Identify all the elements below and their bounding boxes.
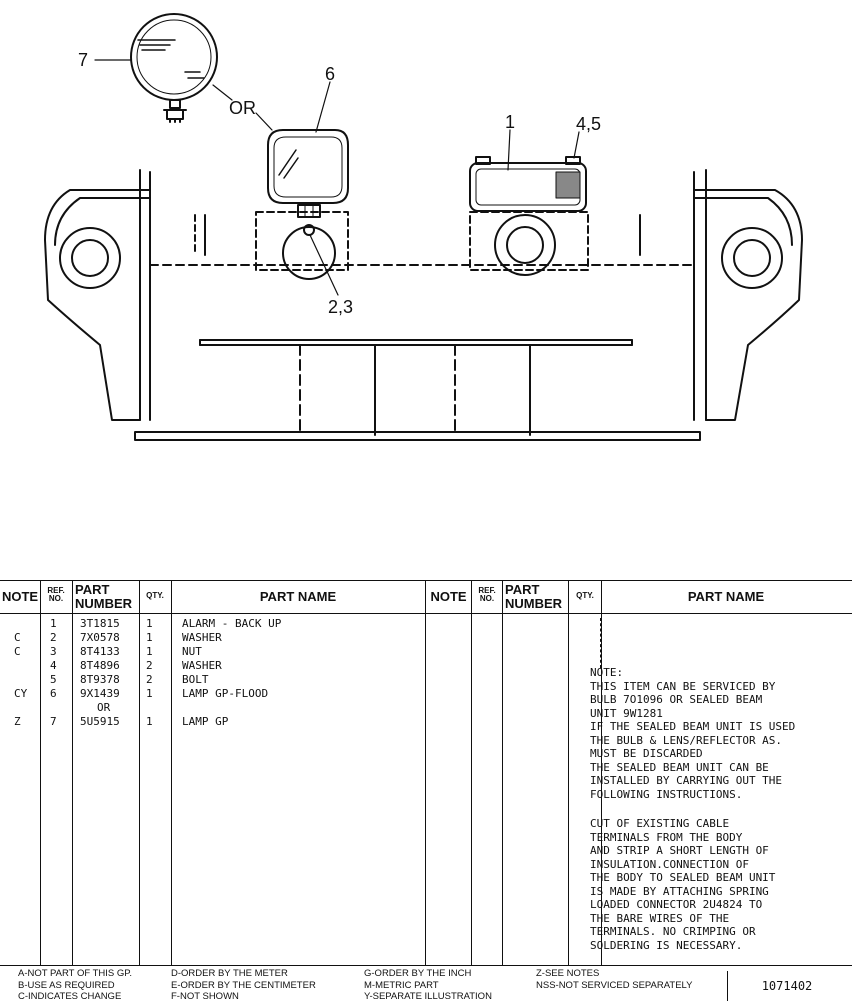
cell-part-number: 8T4896	[80, 659, 120, 672]
cell-qty: 1	[146, 631, 153, 644]
cell-part-name: NUT	[182, 645, 202, 658]
parts-table: NOTE REF. NO. PART NUMBER QTY. PART NAME…	[0, 580, 852, 965]
cell-part-number: 7X0578	[80, 631, 120, 644]
legend-item: NSS-NOT SERVICED SEPARATELY	[536, 979, 693, 991]
legend-col-4: Z-SEE NOTES NSS-NOT SERVICED SEPARATELY	[536, 968, 692, 991]
header-note-right: NOTE	[430, 589, 467, 604]
note-line: BULB 7O1096 OR SEALED BEAM	[590, 693, 763, 706]
callout-4-5: 4,5	[576, 114, 601, 134]
cell-qty: 1	[146, 715, 153, 728]
cell-qty: 2	[146, 673, 153, 686]
flood-lamp	[267, 129, 349, 236]
cell-part-number: 8T4133	[80, 645, 120, 658]
cell-ref: 3	[50, 645, 57, 658]
header-qty-right: QTY.	[576, 591, 594, 600]
cell-ref: 5	[50, 673, 57, 686]
note-line: TERMINALS. NO CRIMPING OR	[590, 925, 756, 938]
header-note-left: NOTE	[1, 589, 39, 604]
cell-part-number: 5U5915	[80, 715, 120, 728]
note-line: IF THE SEALED BEAM UNIT IS USED	[590, 720, 796, 733]
note-line: TERMINALS FROM THE BODY	[590, 830, 743, 844]
cell-part-name: BOLT	[182, 673, 209, 686]
header-ref-no-right: REF. NO.	[478, 586, 496, 604]
note-line: IS MADE BY ATTACHING SPRING	[590, 884, 769, 898]
cell-qty: 1	[146, 645, 153, 658]
cell-part-name: WASHER	[182, 659, 222, 672]
cell-part-name: ALARM - BACK UP	[182, 617, 282, 630]
cell-part-number: OR	[97, 701, 111, 714]
note-line: THE SEALED BEAM UNIT CAN BE	[590, 760, 769, 774]
cell-note: C	[14, 631, 21, 644]
machine-frame	[44, 169, 803, 441]
note-line: MUST BE DISCARDED	[590, 747, 703, 760]
document-number: 1071402	[727, 971, 846, 1001]
note-line: THE BODY TO SEALED BEAM UNIT	[590, 871, 776, 884]
cell-qty: 1	[146, 687, 153, 700]
note-line: LOADED CONNECTOR 2U4824 TO	[590, 898, 763, 911]
note-line: FOLLOWING INSTRUCTIONS.	[590, 787, 743, 801]
header-part-name-right: PART NAME	[687, 589, 765, 604]
cell-qty: 1	[146, 617, 153, 630]
parts-illustration: 7 OR 6 1 4,5 2,3	[44, 13, 803, 441]
note-line: CUT OF EXISTING CABLE	[590, 817, 730, 830]
cell-part-number: 8T9378	[80, 673, 120, 686]
callout-1: 1	[505, 112, 515, 132]
cell-part-name: WASHER	[182, 631, 222, 644]
legend-item: D-ORDER BY THE METER	[171, 968, 288, 979]
note-line: INSTALLED BY CARRYING OUT THE	[590, 774, 783, 787]
callout-2-3: 2,3	[328, 297, 353, 317]
cell-part-number: 9X1439	[80, 687, 120, 700]
note-line: SOLDERING IS NECESSARY.	[590, 938, 743, 952]
cell-ref: 6	[50, 687, 57, 700]
legend-item: Z-SEE NOTES	[536, 968, 600, 979]
note-line: UNIT 9W1281	[590, 706, 663, 720]
legend-item: E-ORDER BY THE CENTIMETER	[171, 979, 316, 991]
header-qty-left: QTY.	[146, 591, 164, 600]
note-line: THE BULB & LENS/REFLECTOR AS.	[590, 733, 783, 747]
cell-ref: 1	[50, 617, 57, 630]
legend-item: A-NOT PART OF THIS GP.	[18, 968, 133, 979]
backup-alarm	[469, 156, 587, 212]
legend-footer: A-NOT PART OF THIS GP. B-USE AS REQUIRED…	[0, 965, 852, 1008]
header-part-number-left: PART NUMBER	[75, 582, 133, 611]
cell-ref: 2	[50, 631, 57, 644]
legend-item: C-INDICATES CHANGE	[18, 991, 122, 1002]
callout-7: 7	[78, 50, 88, 70]
note-line: INSULATION.CONNECTION OF	[590, 857, 749, 871]
legend-item: F-NOT SHOWN	[171, 991, 239, 1002]
legend-col-3: G-ORDER BY THE INCH M-METRIC PART Y-SEPA…	[364, 968, 492, 1003]
leader-lines	[94, 59, 580, 296]
cell-note: CY	[14, 687, 28, 700]
legend-col-2: D-ORDER BY THE METER E-ORDER BY THE CENT…	[171, 968, 316, 1003]
legend-item: B-USE AS REQUIRED	[18, 979, 115, 991]
cell-note: C	[14, 645, 21, 658]
note-line: NOTE:	[590, 666, 624, 679]
legend-col-1: A-NOT PART OF THIS GP. B-USE AS REQUIRED…	[18, 968, 132, 1003]
cell-ref: 4	[50, 659, 57, 672]
cell-part-name: LAMP GP-FLOOD	[182, 687, 269, 700]
note-line: THIS ITEM CAN BE SERVICED BY	[590, 679, 776, 693]
cell-qty: 2	[146, 659, 153, 672]
legend-item: M-METRIC PART	[364, 979, 439, 991]
callout-or: OR	[229, 98, 256, 118]
note-line: THE BARE WIRES OF THE	[590, 911, 730, 925]
legend-item: Y-SEPARATE ILLUSTRATION	[364, 991, 492, 1002]
cell-ref: 7	[50, 715, 57, 728]
cell-part-name: LAMP GP	[182, 715, 229, 728]
legend-item: G-ORDER BY THE INCH	[364, 968, 472, 979]
header-part-number-right: PART NUMBER	[505, 582, 563, 611]
header-part-name-left: PART NAME	[259, 589, 337, 604]
note-line: AND STRIP A SHORT LENGTH OF	[590, 844, 769, 857]
callout-6: 6	[325, 64, 335, 84]
cell-note: Z	[14, 715, 21, 728]
cell-part-number: 3T1815	[80, 617, 120, 630]
header-ref-no-left: REF. NO.	[47, 586, 65, 604]
round-lamp	[130, 13, 218, 123]
